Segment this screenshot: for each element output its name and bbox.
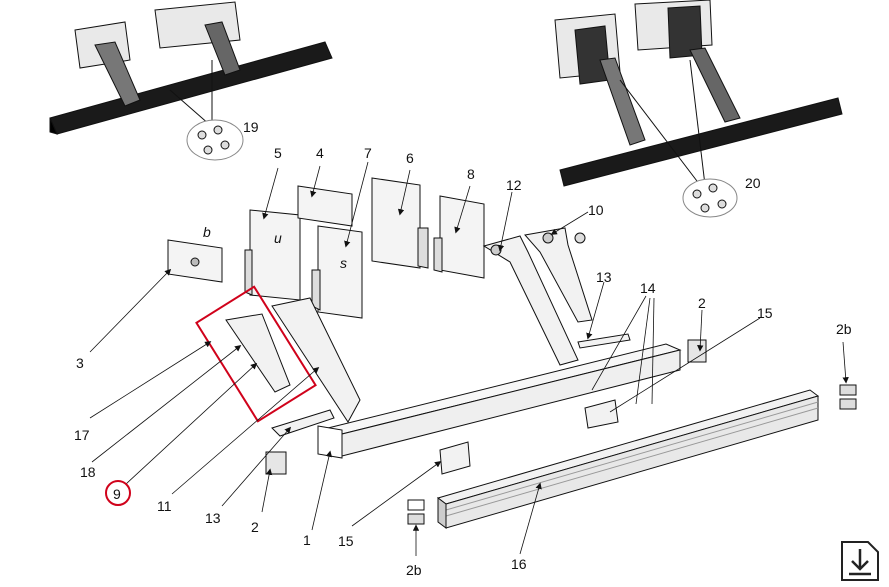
arm-10 (524, 227, 593, 323)
assembly-19 (49, 1, 333, 161)
arm-12 (482, 235, 579, 366)
plate-4 (297, 185, 353, 227)
hitch-arms-12-10 (482, 227, 593, 366)
square-tube-beam-20 (559, 97, 843, 187)
callout-9: 9 (113, 486, 121, 502)
callout-15-bottom: 15 (338, 533, 354, 549)
plate-label-u: u (274, 230, 282, 246)
callout-9-highlight-circle (105, 480, 131, 506)
callout-7: 7 (364, 145, 372, 161)
leader-lines (89, 161, 849, 556)
main-beam-1 (317, 333, 707, 475)
tube-end-1 (317, 425, 343, 459)
callout-2b-right: 2b (836, 321, 852, 337)
clamp-plate-15a (584, 399, 619, 429)
plate-label-b: b (203, 224, 211, 240)
callout-8: 8 (467, 166, 475, 182)
callout-3: 3 (76, 355, 84, 371)
plate-7 (317, 225, 363, 319)
callout-12: 12 (506, 177, 522, 193)
callout-13-top: 13 (596, 269, 612, 285)
callout-18: 18 (80, 464, 96, 480)
cap-2a (265, 451, 287, 475)
download-button[interactable] (840, 540, 880, 582)
callout-14: 14 (640, 280, 656, 296)
callout-6: 6 (406, 150, 414, 166)
plate-label-s: s (340, 255, 347, 271)
callout-16: 16 (511, 556, 527, 572)
assembly-20 (554, 0, 843, 218)
callout-15-right: 15 (757, 305, 773, 321)
callout-2-bottom: 2 (251, 519, 259, 535)
callout-11: 11 (157, 498, 172, 514)
download-icon (841, 541, 879, 581)
arm-11 (271, 297, 361, 423)
callout-2-right: 2 (698, 295, 706, 311)
callout-13-bottom: 13 (205, 510, 221, 526)
plate-13b (577, 333, 631, 349)
callout-1: 1 (303, 532, 311, 548)
callout-4: 4 (316, 145, 324, 161)
plate-5 (249, 209, 301, 301)
plate-8 (439, 195, 485, 279)
clamp-plate-15b (439, 441, 471, 475)
callout-5: 5 (274, 145, 282, 161)
bolt-kit-19 (186, 119, 244, 161)
plate-6 (371, 177, 421, 269)
left-arms (195, 285, 361, 475)
end-caps-2b-right (839, 384, 857, 396)
callout-19: 19 (243, 119, 259, 135)
arm-9 (225, 313, 291, 393)
callout-17: 17 (74, 427, 90, 443)
cap-2b (687, 339, 707, 363)
callout-10: 10 (588, 202, 604, 218)
callout-20: 20 (745, 175, 761, 191)
rail-16 (407, 384, 857, 529)
callout-2b-bottom: 2b (406, 562, 422, 578)
end-caps-2b-bottom (407, 499, 425, 511)
plates (167, 177, 485, 319)
highlight-box-part-9 (195, 285, 317, 423)
